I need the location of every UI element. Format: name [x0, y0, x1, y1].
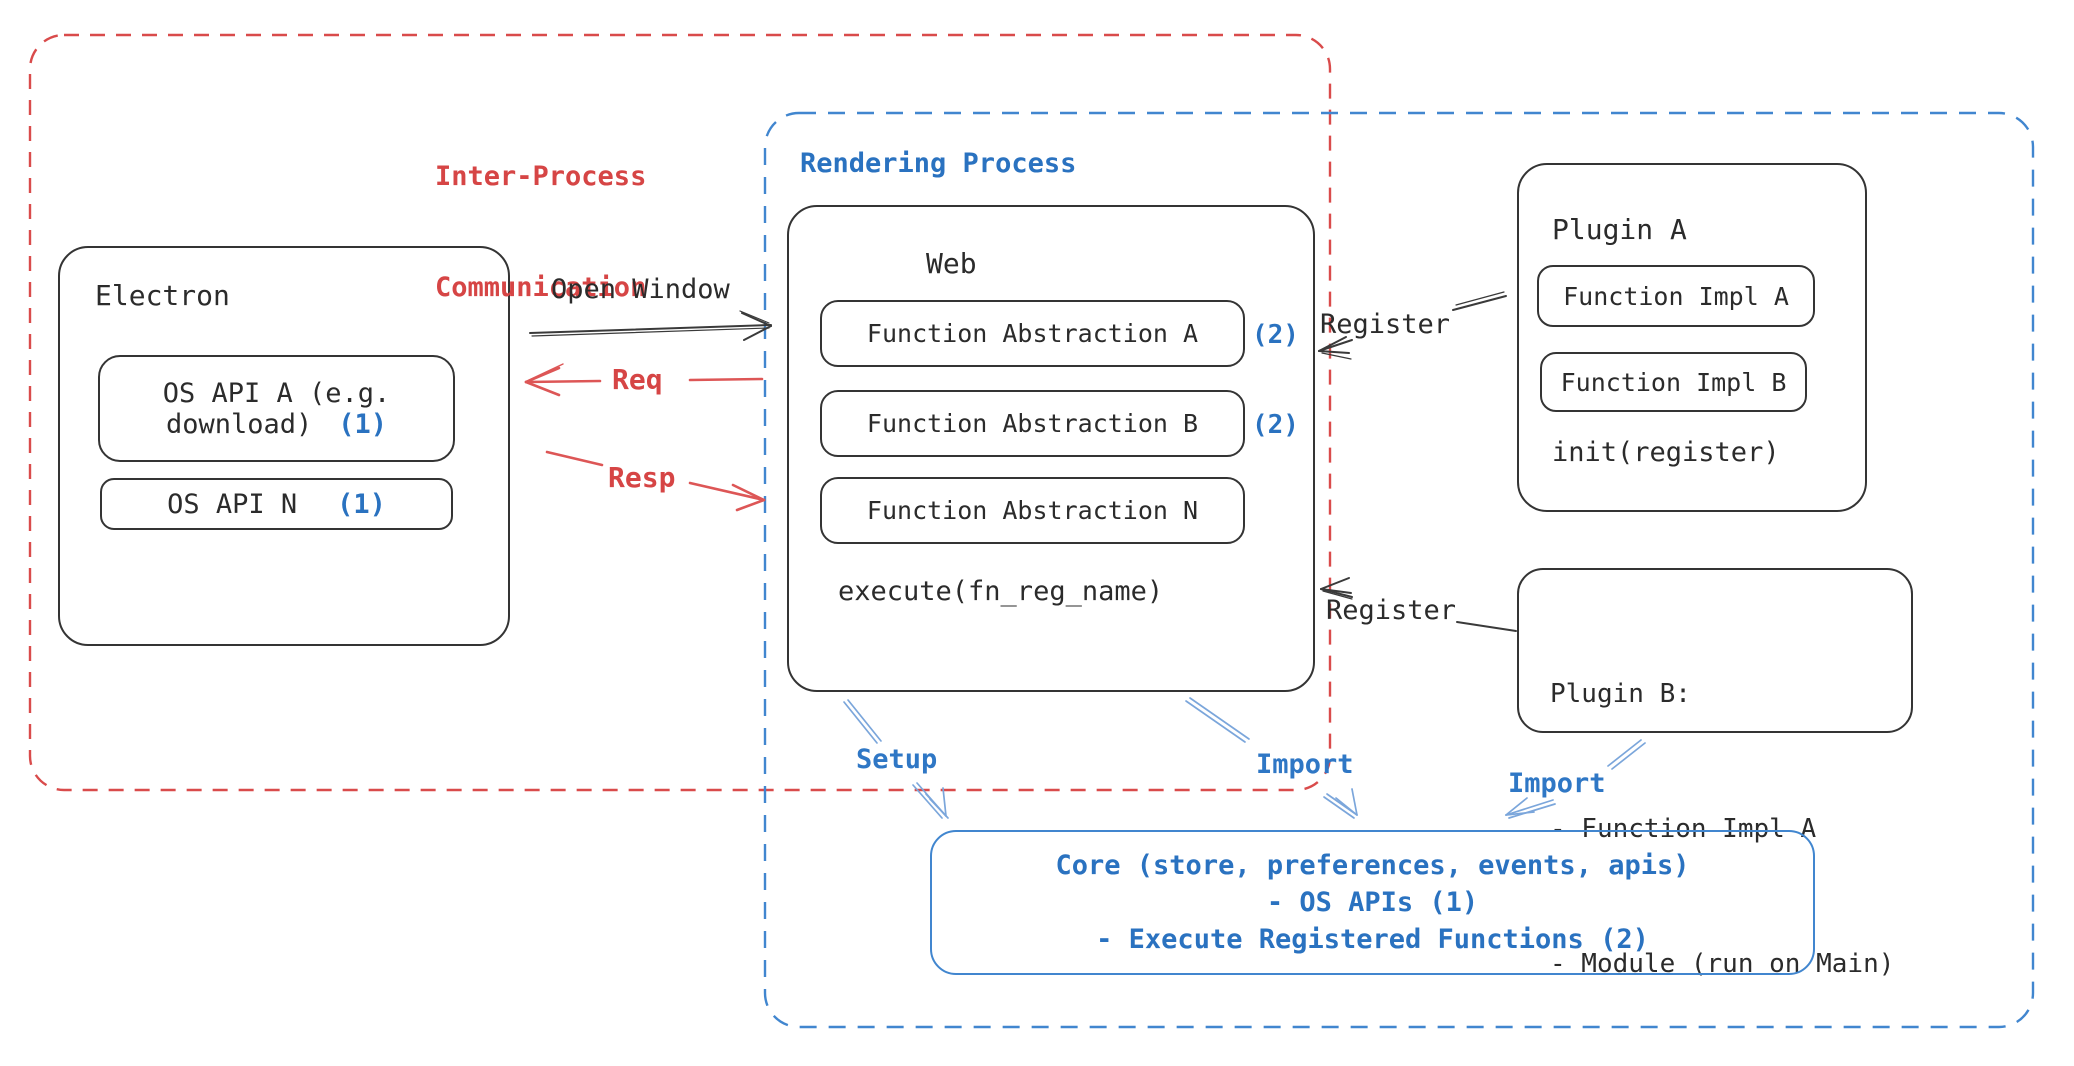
function-abstraction-b-box: Function Abstraction B: [820, 390, 1245, 457]
resp-label: Resp: [608, 461, 676, 494]
ipc-label-line1: Inter-Process: [435, 161, 647, 192]
function-abstraction-b-ref: (2): [1252, 410, 1299, 440]
function-abstraction-a-ref: (2): [1252, 320, 1299, 350]
core-item-execute-registered: - Execute Registered Functions (2): [1096, 924, 1649, 955]
function-abstraction-a-box: Function Abstraction A: [820, 300, 1245, 367]
register-a-label: Register: [1320, 309, 1451, 340]
core-item-os-apis: - OS APIs (1): [1266, 887, 1479, 918]
os-api-n-label: OS API N: [167, 488, 298, 520]
import-plugin-b-label: Import: [1508, 768, 1606, 799]
plugin-b-title: Plugin B:: [1550, 679, 1691, 709]
electron-title: Electron: [95, 279, 230, 312]
os-api-a-line2-row: download) (1): [166, 409, 387, 440]
os-api-a-box: OS API A (e.g. download) (1): [98, 355, 455, 462]
os-api-a-line2: download): [165, 408, 313, 440]
execute-label: execute(fn_reg_name): [838, 576, 1164, 607]
import-web-label: Import: [1256, 749, 1354, 780]
init-register-label: init(register): [1552, 437, 1780, 468]
setup-label: Setup: [856, 744, 938, 775]
function-impl-a-box: Function Impl A: [1537, 265, 1815, 327]
function-impl-b-box: Function Impl B: [1540, 352, 1807, 412]
function-abstraction-n-box: Function Abstraction N: [820, 477, 1245, 544]
req-label: Req: [612, 363, 663, 396]
core-title: Core (store, preferences, events, apis): [1055, 850, 1690, 881]
os-api-a-ref: (1): [338, 408, 388, 440]
os-api-a-line1: OS API A (e.g.: [162, 377, 391, 409]
os-api-n-box: OS API N (1): [100, 478, 453, 530]
plugin-b-text: Plugin B: - Function Impl A - Module (ru…: [1550, 582, 1894, 1066]
rendering-process-label: Rendering Process: [800, 148, 1077, 179]
register-b-label: Register: [1326, 595, 1457, 626]
os-api-n-ref: (1): [337, 488, 386, 520]
core-box: Core (store, preferences, events, apis) …: [930, 830, 1815, 975]
ipc-label: Inter-Process Communication: [435, 84, 646, 380]
plugin-a-title: Plugin A: [1552, 213, 1687, 246]
web-title: Web: [926, 247, 977, 280]
open-window-label: Open Window: [551, 274, 730, 305]
